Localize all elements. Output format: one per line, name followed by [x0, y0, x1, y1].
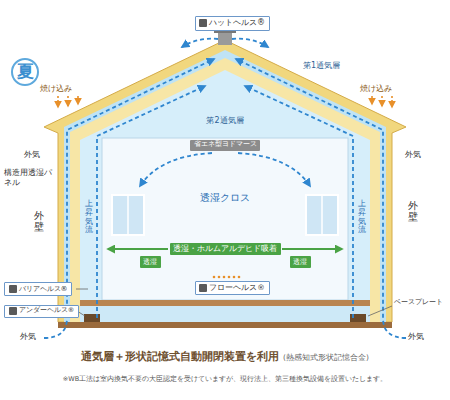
leader-line [368, 306, 392, 316]
room-interior [102, 138, 348, 300]
moisture-arrow [108, 248, 168, 250]
airflow-arrow [97, 86, 205, 318]
leader-line [76, 289, 88, 290]
exhaust-arrow [232, 39, 268, 47]
floor-register-dot [223, 276, 226, 279]
function-band: 透湿・ホルムアルデヒド吸着 [170, 243, 281, 255]
window-frame [127, 195, 129, 235]
heat-arrow [57, 96, 59, 107]
wall-label: 外壁 [408, 200, 418, 222]
floor-register-dot [228, 276, 231, 279]
product-label: ハットヘルス® [195, 16, 270, 31]
room-air-arrow [140, 153, 212, 186]
node-text: ハットヘルス® [209, 18, 265, 27]
layer-label: 第2通気層 [206, 116, 243, 126]
exhaust-arrow [182, 39, 218, 47]
node-text: 透湿 [293, 258, 307, 266]
airflow-label: 上昇気流 [358, 200, 366, 235]
device-box: 省エネ型ヨドマース [190, 140, 260, 151]
heat-arrow [67, 96, 69, 106]
airflow-arrow [44, 59, 214, 338]
function-tag: 透湿 [140, 256, 161, 268]
footnote-row: ※WB工法は室内換気不要の大臣認定を受けていますが、現行法上、第三種換気設備を設… [0, 366, 450, 385]
node-text: 透湿 [143, 258, 157, 266]
part-label: ベースプレート [394, 298, 443, 306]
product-label: アンダーヘルス® [4, 305, 79, 318]
window [112, 195, 144, 235]
room-air-arrow [238, 153, 310, 186]
outside-air-label: 外気 [24, 150, 40, 160]
floor-register-dot [213, 276, 216, 279]
product-label: フローヘルス® [195, 281, 270, 295]
layer-label: 第1通気層 [303, 61, 340, 71]
wall-label: 外壁 [34, 210, 44, 232]
heat-arrow [371, 96, 373, 104]
caption-note: (熱感知式形状記憶合金) [283, 353, 369, 362]
panel-label: 構造用透湿パネル [4, 168, 56, 187]
season-badge: 夏 [11, 58, 39, 86]
icon-mark [9, 307, 17, 315]
crawl-space [80, 306, 370, 322]
icon-mark [199, 19, 207, 27]
insulation-panel [70, 58, 380, 322]
node-text: バリアヘルス® [19, 285, 68, 293]
icon-mark [199, 284, 207, 292]
first-air-layer [64, 50, 386, 322]
heat-arrow [77, 96, 79, 104]
node-text: フローヘルス® [209, 284, 265, 293]
heat-arrow [381, 96, 383, 106]
airflow-arrow [236, 59, 406, 338]
heat-label: 焼け込み [40, 84, 72, 94]
outer-wall-shell [44, 40, 406, 322]
function-tag: 透湿 [290, 256, 311, 268]
node-text: 透湿・ホルムアルデヒド吸着 [173, 245, 277, 254]
outside-air-label: 外気 [20, 332, 36, 342]
window [306, 195, 338, 235]
second-air-layer [80, 70, 370, 312]
product-label: バリアヘルス® [4, 282, 72, 296]
floor [80, 300, 370, 306]
moisture-arrow [282, 248, 342, 250]
icon-mark [9, 285, 17, 293]
floor-register-dot [238, 276, 241, 279]
node-text: アンダーヘルス® [19, 307, 75, 314]
heat-arrow [391, 96, 393, 107]
cloth-label: 透湿クロス [200, 192, 250, 204]
floor-register-dot [233, 276, 236, 279]
outside-air-label: 外気 [408, 332, 424, 342]
window-frame [321, 195, 323, 235]
floor-register-dot [218, 276, 221, 279]
caption: 通気層＋形状記憶式自動開閉装置を利用 [81, 350, 279, 363]
node-text: 夏 [17, 62, 34, 82]
caption-row: 通気層＋形状記憶式自動開閉装置を利用 (熱感知式形状記憶合金) [0, 345, 450, 364]
ridge-vent [218, 33, 232, 45]
outside-air-label: 外気 [405, 150, 421, 160]
foundation [58, 322, 392, 328]
airflow-label: 上昇気流 [85, 200, 93, 235]
heat-label: 焼け込み [360, 84, 392, 94]
footnote: ※WB工法は室内換気不要の大臣認定を受けていますが、現行法上、第三種換気設備を設… [63, 375, 387, 383]
node-text: 省エネ型ヨドマース [194, 141, 257, 148]
